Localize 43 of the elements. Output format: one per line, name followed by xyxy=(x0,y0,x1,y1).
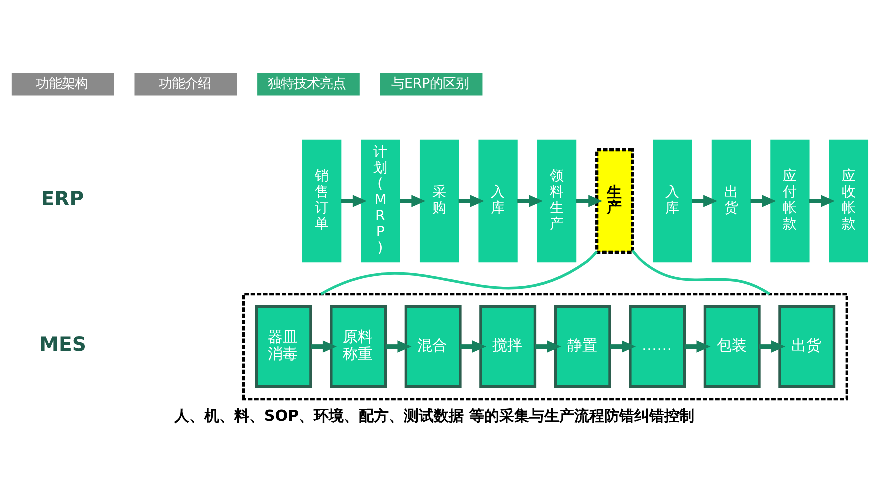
arrow xyxy=(809,195,836,208)
node-box: 生产 xyxy=(596,148,634,254)
arrow xyxy=(576,195,603,208)
label: MES xyxy=(40,332,86,356)
node-box: 入库 xyxy=(653,140,692,263)
label: 功能介绍 xyxy=(158,76,211,92)
arrow xyxy=(460,340,486,353)
label: 与ERP的区别 xyxy=(391,76,470,92)
connector xyxy=(632,250,770,296)
caption: 人、机、料、SOP、环境、配方、测试数据 等的采集与生产流程防错纠错控制 xyxy=(174,407,694,426)
arrow xyxy=(310,340,337,353)
node-box: 出货 xyxy=(712,140,752,263)
node-box: 出货 xyxy=(778,305,836,388)
arrow xyxy=(760,340,786,353)
arrow xyxy=(341,195,367,208)
node-box: 领料生产 xyxy=(537,140,577,263)
node-box: 混合 xyxy=(404,305,462,388)
node-box: 包装 xyxy=(704,305,761,388)
node-box: …… xyxy=(629,305,686,388)
node-box: 搅拌 xyxy=(480,305,537,388)
node-box: 应收帐款 xyxy=(829,140,869,263)
node-box: 应付帐款 xyxy=(770,140,810,263)
label: 独特技术亮点 xyxy=(268,76,346,92)
arrow xyxy=(535,340,562,353)
node-box: 销售订单 xyxy=(302,140,342,263)
arrow xyxy=(684,340,711,353)
node-box: 入库 xyxy=(478,140,518,263)
arrow xyxy=(458,195,484,208)
node-box: 原料称重 xyxy=(330,305,388,388)
arrow xyxy=(386,340,412,353)
arrow xyxy=(692,195,718,208)
cluster xyxy=(242,292,848,401)
node-box: 静置 xyxy=(554,305,612,388)
connector xyxy=(320,250,598,296)
arrow xyxy=(750,195,776,208)
arrow xyxy=(400,195,426,208)
arrow xyxy=(518,195,544,208)
node-box: 采购 xyxy=(420,140,460,263)
label: ERP xyxy=(41,187,84,210)
node-box: 器皿消毒 xyxy=(255,305,312,388)
label: 功能架构 xyxy=(36,76,88,92)
arrow xyxy=(610,340,636,353)
node-box: 计划(MRP) xyxy=(361,140,400,263)
